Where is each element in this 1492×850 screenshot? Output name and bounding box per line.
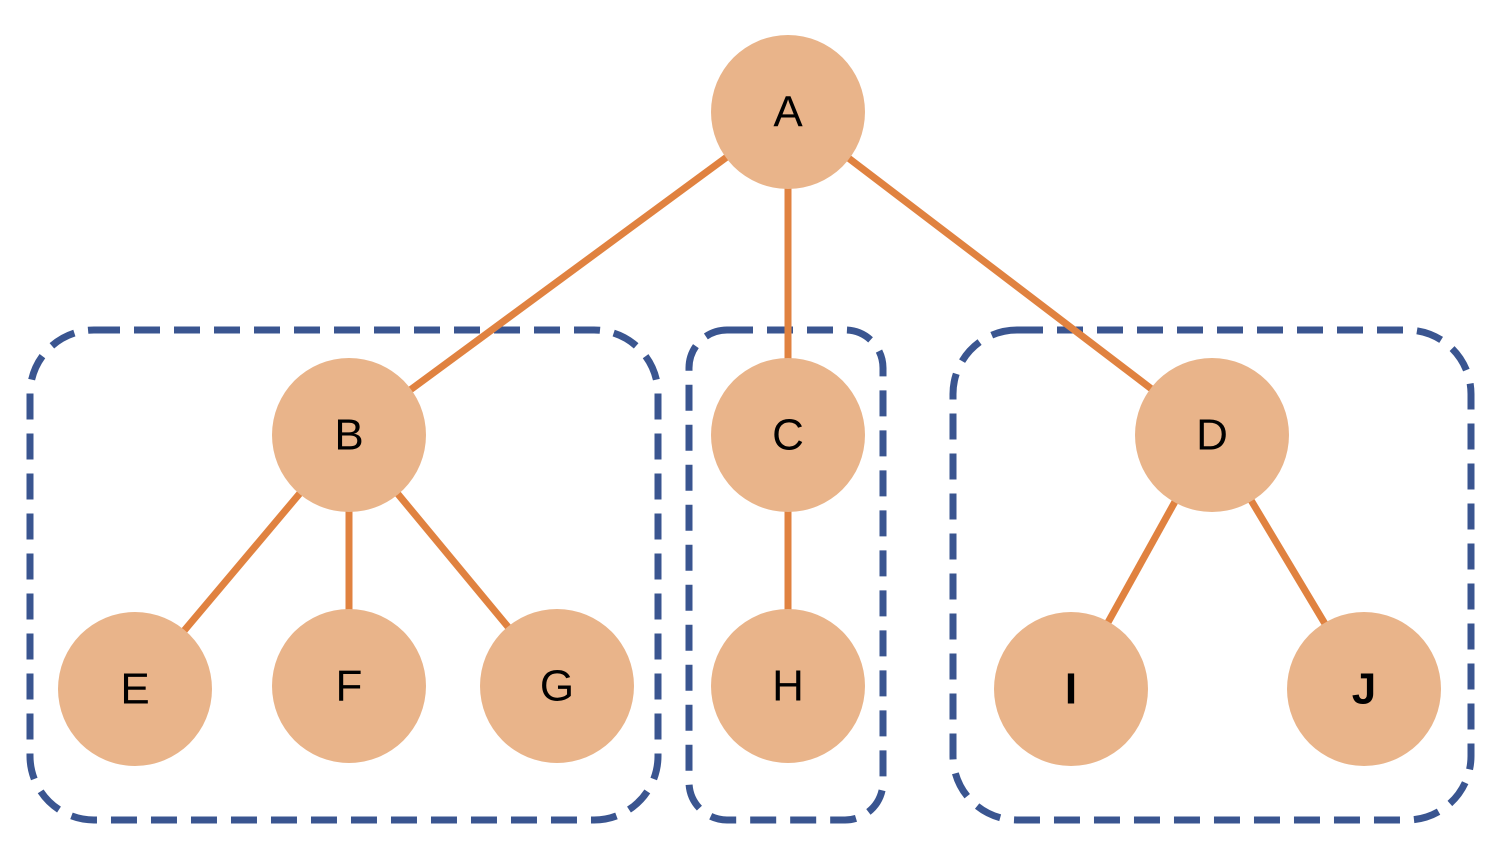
group-box-subtree-d <box>949 326 1475 824</box>
node-c: C <box>711 358 865 512</box>
nodes: A B C D E F G H <box>58 35 1441 766</box>
node-label-j: J <box>1352 665 1376 714</box>
node-label-h: H <box>772 662 804 711</box>
node-f: F <box>272 609 426 763</box>
node-label-f: F <box>336 662 363 711</box>
edge-a-b <box>346 109 791 438</box>
node-d: D <box>1135 358 1289 512</box>
node-label-g: G <box>540 662 574 711</box>
node-label-i: I <box>1065 665 1077 714</box>
node-j: J <box>1287 612 1441 766</box>
node-a: A <box>711 35 865 189</box>
node-label-d: D <box>1196 411 1228 460</box>
group-box-subtree-b <box>26 326 662 824</box>
node-g: G <box>480 609 634 763</box>
node-b: B <box>272 358 426 512</box>
node-e: E <box>58 612 212 766</box>
edge-a-d <box>785 109 1215 438</box>
node-h: H <box>711 609 865 763</box>
node-i: I <box>994 612 1148 766</box>
node-label-c: C <box>772 411 804 460</box>
node-label-b: B <box>334 411 363 460</box>
node-label-a: A <box>773 88 803 137</box>
node-label-e: E <box>120 665 149 714</box>
